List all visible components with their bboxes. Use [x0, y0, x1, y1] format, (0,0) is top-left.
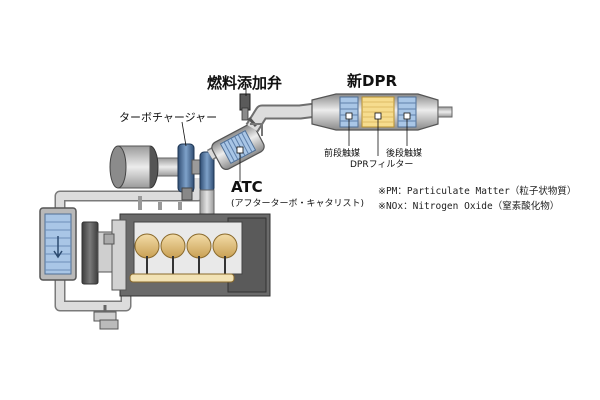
- front-catalyst-label: 前段触媒: [324, 149, 361, 159]
- atc-to-dpr-pipe: [245, 102, 317, 132]
- exhaust-manifold: [138, 196, 182, 210]
- atc-pointer-marker: [236, 146, 244, 182]
- intercooler: [39, 207, 77, 281]
- fuel-addition-valve-label: 燃料添加弁: [207, 74, 283, 92]
- intake-manifold: [103, 219, 127, 291]
- fuel-addition-valve: [239, 93, 263, 136]
- nox-note: ※NOx：Nitrogen Oxide（窒素酸化物）: [378, 201, 560, 212]
- lower-fitting: [93, 305, 119, 330]
- rear-catalyst-label: 後段触媒: [386, 149, 423, 159]
- new-dpr-label: 新DPR: [347, 72, 397, 90]
- front-catalyst-block: [339, 96, 359, 128]
- atc-sub-label: (アフターターボ・キャタリスト): [231, 199, 365, 209]
- air-filter: [109, 145, 159, 189]
- intake-throttle: [81, 221, 113, 285]
- turbocharger: [177, 143, 215, 201]
- atc-label: ATC: [231, 178, 263, 196]
- turbocharger-leader: [181, 121, 187, 147]
- dpr-callout-lines: [345, 112, 411, 156]
- turbocharger-label: ターボチャージャー: [119, 111, 218, 124]
- fuel-injectors: [146, 256, 226, 276]
- pm-note: ※PM：Particulate Matter（粒子状物質）: [378, 186, 577, 197]
- fuel-rail: [129, 273, 235, 283]
- dpr-filter-label: DPRフィルター: [350, 160, 414, 170]
